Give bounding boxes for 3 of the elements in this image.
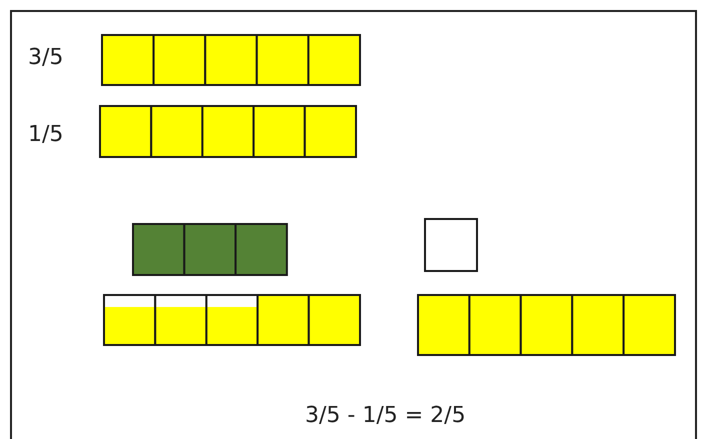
fraction-label: 3/5	[28, 47, 64, 69]
fraction-label: 1/5	[28, 124, 64, 146]
equation-text: 3/5 - 1/5 = 2/5	[305, 405, 466, 427]
